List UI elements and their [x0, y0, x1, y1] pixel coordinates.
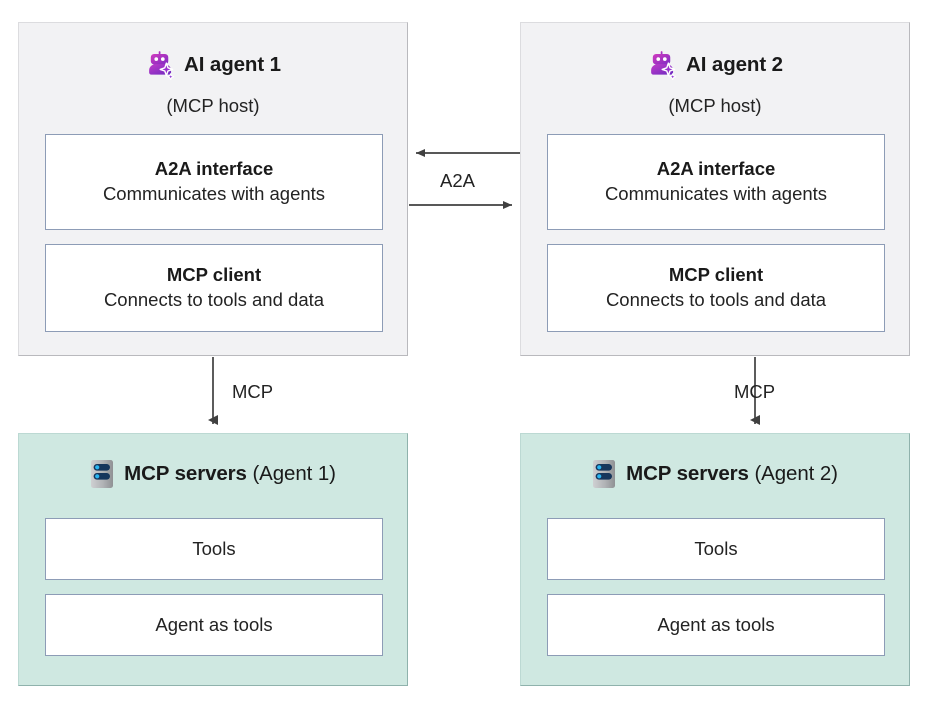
server-icon: [593, 460, 616, 488]
ai-agent-1-subtitle: (MCP host): [166, 95, 260, 116]
ai-agent-robot-icon: [651, 51, 677, 80]
agent-2-tools-label: Tools: [694, 538, 738, 559]
ai-agent-2-header: AI agent 2: [521, 49, 909, 81]
agent-1-agent-as-tools-box[interactable]: Agent as tools: [45, 594, 383, 656]
agent-2-a2a-interface-title: A2A interface: [656, 158, 776, 180]
agent-2-a2a-interface-desc: Communicates with agents: [604, 183, 828, 204]
ai-agent-1-panel: AI agent 1 (MCP host) A2A interface Comm…: [18, 22, 408, 356]
ai-agent-1-header: AI agent 1: [19, 49, 407, 81]
mcp-servers-agent-1-title-bold: MCP servers: [124, 462, 247, 485]
agent-1-a2a-interface-desc: Communicates with agents: [102, 183, 326, 204]
mcp-edge-label-right: MCP: [734, 381, 776, 402]
agent-1-a2a-interface-box[interactable]: A2A interface Communicates with agents: [45, 134, 383, 230]
mcp-servers-agent-2-title-bold: MCP servers: [626, 462, 749, 485]
agent-1-mcp-client-title: MCP client: [166, 264, 262, 286]
agent-1-tools-label: Tools: [192, 538, 236, 559]
mcp-servers-agent-2-title-rest: (Agent 2): [748, 462, 838, 485]
agent-1-mcp-client-box[interactable]: MCP client Connects to tools and data: [45, 244, 383, 332]
agent-2-agent-as-tools-label: Agent as tools: [657, 614, 775, 635]
mcp-servers-agent-1-title: MCP servers (Agent 1): [124, 462, 336, 486]
mcp-servers-agent-2-title: MCP servers (Agent 2): [626, 462, 838, 486]
agent-1-mcp-client-desc: Connects to tools and data: [103, 289, 325, 310]
server-icon: [91, 460, 114, 488]
ai-agent-1-title: AI agent 1: [184, 53, 281, 76]
mcp-servers-agent-1-panel: MCP servers (Agent 1) Tools Agent as too…: [18, 433, 408, 686]
agent-1-tools-box[interactable]: Tools: [45, 518, 383, 580]
agent-2-tools-box[interactable]: Tools: [547, 518, 885, 580]
mcp-servers-agent-1-header: MCP servers (Agent 1): [19, 457, 407, 491]
agent-2-mcp-client-title: MCP client: [668, 264, 764, 286]
agent-2-agent-as-tools-box[interactable]: Agent as tools: [547, 594, 885, 656]
mcp-servers-agent-1-title-rest: (Agent 1): [246, 462, 336, 485]
agent-1-agent-as-tools-label: Agent as tools: [155, 614, 273, 635]
agent-2-mcp-client-box[interactable]: MCP client Connects to tools and data: [547, 244, 885, 332]
agent-2-a2a-interface-box[interactable]: A2A interface Communicates with agents: [547, 134, 885, 230]
mcp-servers-agent-2-header: MCP servers (Agent 2): [521, 457, 909, 491]
ai-agent-2-subtitle: (MCP host): [668, 95, 762, 116]
ai-agent-2-panel: AI agent 2 (MCP host) A2A interface Comm…: [520, 22, 910, 356]
ai-agent-robot-icon: [149, 51, 175, 80]
a2a-edge-label: A2A: [440, 170, 475, 191]
mcp-edge-label-left: MCP: [232, 381, 274, 402]
ai-agent-2-title: AI agent 2: [686, 53, 783, 76]
agent-1-a2a-interface-title: A2A interface: [154, 158, 274, 180]
mcp-servers-agent-2-panel: MCP servers (Agent 2) Tools Agent as too…: [520, 433, 910, 686]
agent-2-mcp-client-desc: Connects to tools and data: [605, 289, 827, 310]
